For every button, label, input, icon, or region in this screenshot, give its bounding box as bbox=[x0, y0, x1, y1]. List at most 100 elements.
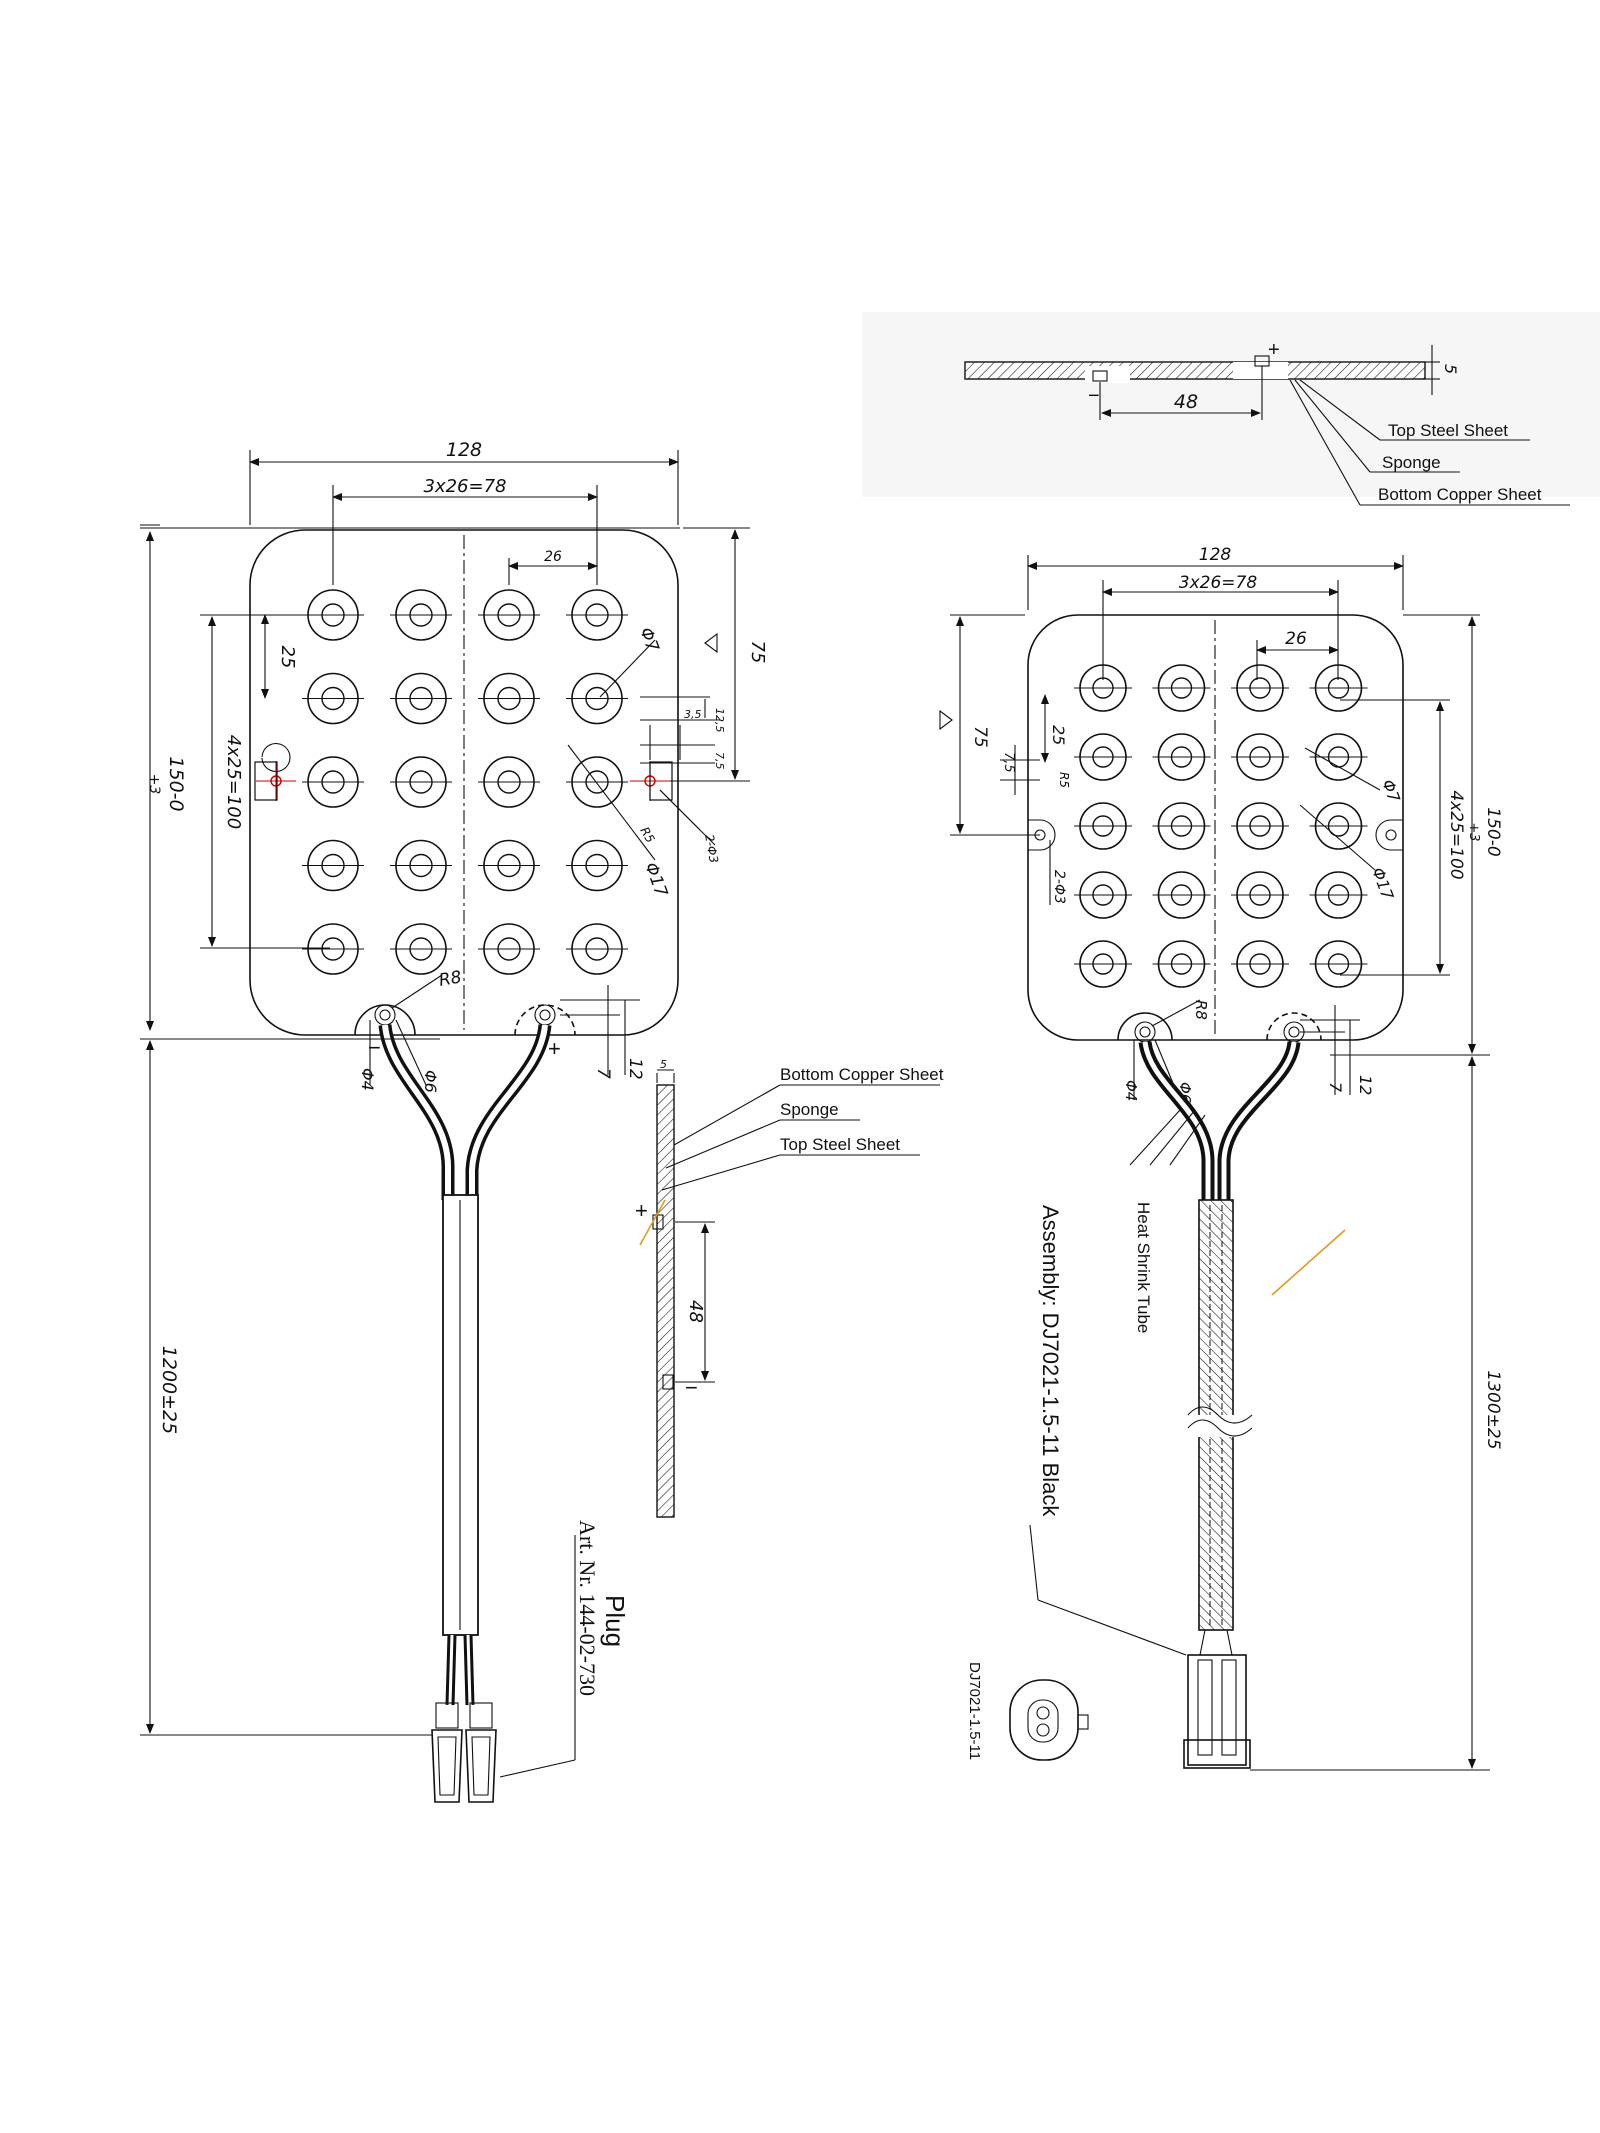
left-dim-r8: R8 bbox=[437, 967, 463, 991]
left-dim-75: 75 bbox=[747, 641, 768, 664]
right-mount-tab-right bbox=[1375, 819, 1403, 851]
right-dim-7-5: 7,5 bbox=[1001, 752, 1016, 773]
top-section-panel bbox=[862, 312, 1600, 497]
left-plate-outline bbox=[249, 529, 679, 1036]
right-notch-minus bbox=[1117, 1012, 1173, 1041]
left-dim-cable: 1200±25 bbox=[158, 1346, 180, 1434]
left-dim-height: 150-0 bbox=[165, 756, 187, 811]
left-dim-7: 7 bbox=[593, 1068, 613, 1079]
left-dim-width: 128 bbox=[446, 439, 482, 461]
left-hole bbox=[302, 672, 364, 725]
left-hole bbox=[302, 756, 364, 808]
plug-art-number: Art. Nr. 144-02-730 bbox=[575, 1520, 600, 1696]
left-dim-r5: R5 bbox=[637, 825, 657, 846]
right-dim-pitch-x: 3x26=78 bbox=[1179, 573, 1258, 593]
left-hole bbox=[302, 923, 364, 975]
left-section-label-bottom: Bottom Copper Sheet bbox=[780, 1065, 944, 1084]
right-hole bbox=[1152, 664, 1211, 712]
right-hole bbox=[1309, 802, 1368, 850]
right-notch-plus bbox=[1266, 1012, 1322, 1041]
left-plus-sign: + bbox=[548, 1036, 561, 1061]
left-section-dim-5: 5 bbox=[660, 1058, 667, 1071]
left-dim-height-tol: +3 bbox=[146, 774, 162, 795]
left-hole bbox=[566, 589, 628, 641]
left-hole bbox=[566, 756, 628, 808]
right-hole bbox=[1152, 802, 1211, 850]
left-hole bbox=[566, 672, 628, 725]
left-section-dim-48: 48 bbox=[685, 1300, 706, 1323]
left-hole bbox=[478, 839, 540, 892]
right-dim-r5: R5 bbox=[1057, 772, 1071, 788]
right-dim-pitch-y: 4x25=100 bbox=[1446, 790, 1466, 879]
left-section-plate bbox=[656, 1084, 675, 1518]
right-hole bbox=[1074, 802, 1132, 850]
right-dim-cable: 1300±25 bbox=[1483, 1370, 1503, 1449]
top-section-label-top: Top Steel Sheet bbox=[1388, 421, 1508, 440]
left-dim-2phi3: 2-Φ3 bbox=[702, 833, 721, 864]
left-cable-assembly bbox=[378, 1024, 552, 1706]
left-hole bbox=[390, 756, 452, 808]
left-dim-25: 25 bbox=[277, 646, 298, 669]
left-dim-phi7: Φ7 bbox=[635, 625, 662, 655]
left-hole bbox=[478, 923, 540, 975]
left-section-label-top: Top Steel Sheet bbox=[780, 1135, 900, 1154]
right-connector-housing bbox=[1187, 1654, 1247, 1766]
left-dim-3-5: 3,5 bbox=[684, 708, 702, 721]
right-delta-symbol bbox=[939, 709, 953, 731]
right-dim-2phi3: 2-Φ3 bbox=[1051, 870, 1067, 904]
right-dim-25: 25 bbox=[1049, 725, 1068, 745]
top-section-plate bbox=[964, 361, 1426, 380]
right-dim-height: 150-0 bbox=[1483, 807, 1503, 856]
right-hole bbox=[1231, 802, 1289, 850]
right-hole bbox=[1231, 664, 1289, 712]
left-notch-plus bbox=[514, 1004, 576, 1036]
left-dim-phi6: Φ6 bbox=[421, 1070, 440, 1093]
left-terminal-plus bbox=[465, 1702, 497, 1803]
left-dim-26: 26 bbox=[544, 549, 562, 565]
right-hole bbox=[1231, 733, 1289, 781]
top-section-dim-48: 48 bbox=[1174, 391, 1198, 413]
right-hole bbox=[1309, 871, 1368, 919]
left-hole bbox=[390, 589, 452, 641]
left-front-view: 128 3x26=78 26 150-0 +3 4x25=100 25 75 1… bbox=[140, 439, 768, 1803]
left-hole bbox=[478, 589, 540, 641]
right-dim-7: 7 bbox=[1326, 1082, 1345, 1093]
right-dim-75: 75 bbox=[970, 726, 990, 748]
left-mount-hole-left bbox=[254, 742, 296, 801]
left-hole bbox=[302, 839, 364, 892]
left-section-label-sponge: Sponge bbox=[780, 1100, 839, 1119]
heat-shrink-label: Heat Shrink Tube bbox=[1134, 1202, 1153, 1333]
assembly-label: Assembly: DJ7021-1.5-11 Black bbox=[1038, 1205, 1063, 1517]
left-dim-phi4: Φ4 bbox=[358, 1068, 377, 1091]
right-mount-tab-left bbox=[1028, 819, 1056, 851]
top-section-minus: − bbox=[1088, 385, 1100, 407]
right-hole bbox=[1231, 871, 1289, 919]
left-hole bbox=[390, 672, 452, 725]
left-dim-12: 12 bbox=[625, 1058, 645, 1080]
left-hole-grid bbox=[302, 589, 628, 975]
right-dim-phi4: Φ4 bbox=[1122, 1080, 1140, 1101]
right-hole bbox=[1309, 733, 1368, 781]
top-section-label-sponge: Sponge bbox=[1382, 453, 1441, 472]
right-hole-grid bbox=[1074, 664, 1368, 988]
left-hole bbox=[390, 839, 452, 892]
top-section-label-bottom: Bottom Copper Sheet bbox=[1378, 485, 1542, 504]
right-plate-outline bbox=[1027, 614, 1404, 1041]
left-delta-symbol bbox=[704, 632, 718, 654]
left-hole bbox=[566, 839, 628, 892]
left-terminal-minus bbox=[431, 1702, 463, 1803]
right-front-view: 128 3x26=78 26 75 25 7,5 R5 2-Φ3 Φ7 Φ17 bbox=[939, 545, 1503, 1771]
left-cross-section: 5 48 + − Bottom Copper Sheet Sponge Top … bbox=[635, 1058, 944, 1518]
left-dim-12-5: 12,5 bbox=[713, 708, 726, 733]
left-hole bbox=[566, 923, 628, 975]
right-dim-phi7: Φ7 bbox=[1378, 777, 1404, 806]
right-dim-height-tol: +3 bbox=[1466, 822, 1481, 841]
right-dim-phi17: Φ17 bbox=[1368, 865, 1397, 903]
right-cable-assembly bbox=[1138, 1040, 1301, 1769]
left-section-minus: − bbox=[685, 1375, 698, 1400]
left-dim-pitch-y: 4x25=100 bbox=[223, 735, 244, 829]
right-dim-width: 128 bbox=[1199, 545, 1232, 565]
connector-code-label: DJ7021-1.5-11 bbox=[966, 1662, 983, 1760]
plug-title: Plug bbox=[600, 1595, 630, 1647]
